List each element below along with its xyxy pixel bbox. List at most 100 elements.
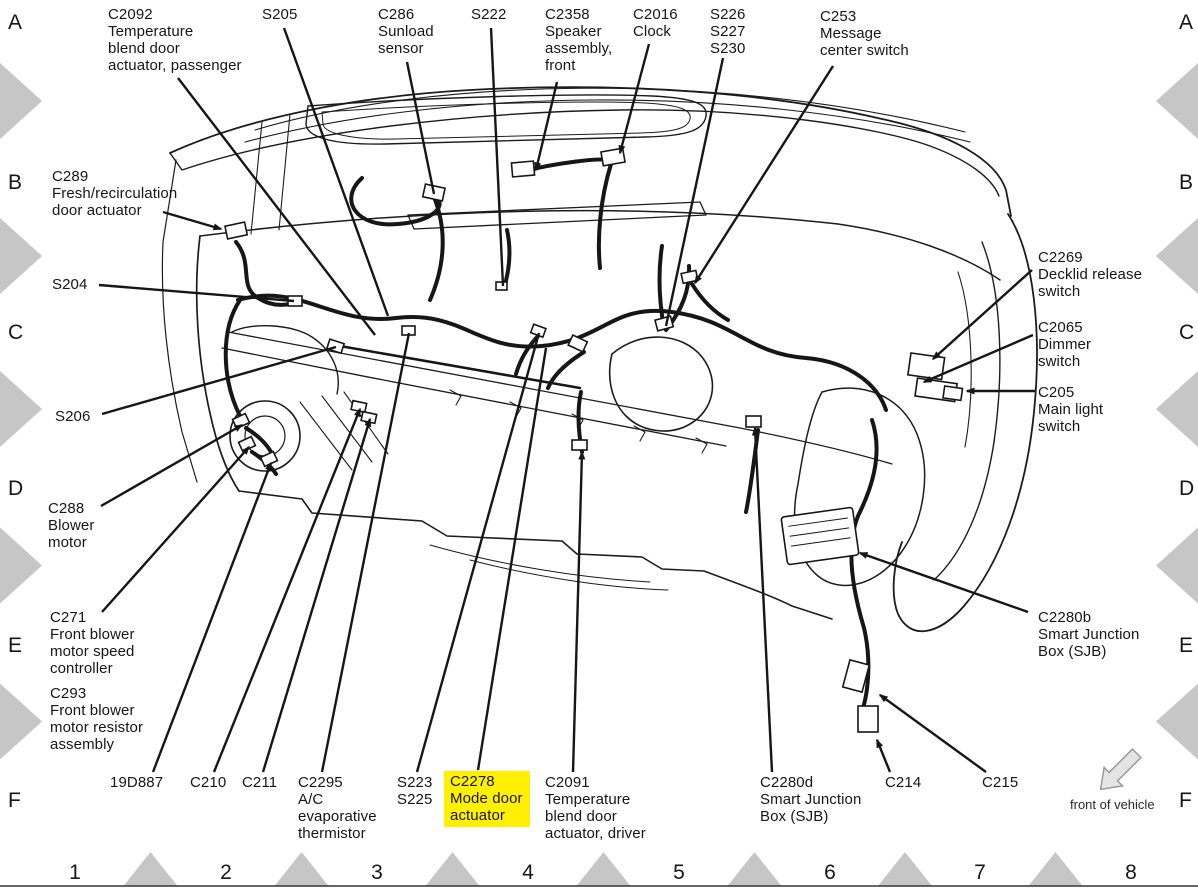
- connector-c215: [841, 658, 871, 694]
- leader-c288: [100, 423, 244, 508]
- harness-sunload-drop: [428, 195, 445, 302]
- callout-line: controller: [50, 660, 113, 677]
- harness-right-trunk: [849, 418, 879, 718]
- callout-line: Smart Junction: [760, 791, 862, 808]
- leader-c2358: [534, 81, 559, 172]
- connector-main-light: [942, 385, 964, 402]
- leader-s205: [282, 27, 390, 317]
- connector-modedoor: [567, 334, 589, 353]
- callout-line: Main light: [1038, 401, 1104, 418]
- defroster-opening: [305, 94, 707, 145]
- grid-row-label-left-D: D: [8, 477, 23, 500]
- blower-housing: [229, 400, 301, 472]
- callout-line: Speaker: [545, 23, 602, 40]
- callout-line: C2092: [108, 6, 153, 23]
- callout-line: motor speed: [50, 643, 135, 660]
- leader-c210: [212, 407, 362, 773]
- callout-line: C2358: [545, 6, 590, 23]
- dash-top-front-edge: [169, 109, 1000, 197]
- callout-s204: S204: [52, 276, 87, 293]
- harness-main-trunk: [236, 293, 888, 412]
- defroster-opening-inner: [321, 101, 691, 140]
- callout-line: C2091: [545, 774, 590, 791]
- leader-s222: [489, 27, 505, 287]
- callout-line: 19D887: [110, 774, 164, 791]
- callout-line: C215: [982, 774, 1019, 791]
- callout-line: S204: [52, 276, 88, 293]
- smart-junction-box: [780, 506, 860, 566]
- edge-diamond-right: [1156, 371, 1198, 447]
- leader-c2092: [177, 77, 376, 336]
- edge-diamond-bottom: [1028, 852, 1083, 886]
- callout-line: door actuator: [52, 202, 142, 219]
- callout-s222: S222: [471, 6, 506, 23]
- callout-line: C253: [820, 8, 857, 25]
- grille-slot: [407, 201, 707, 230]
- callout-line: evaporative: [298, 808, 377, 825]
- callout-c215: C215: [982, 774, 1018, 791]
- callout-line: C293: [50, 685, 87, 702]
- leader-s226: [664, 57, 725, 327]
- callout-line: C271: [50, 609, 87, 626]
- leader-c253: [693, 65, 835, 285]
- dash-top-outline: [169, 86, 1012, 217]
- leader-c271: [101, 445, 250, 613]
- leader-c215: [878, 694, 987, 773]
- callout-line: C2016: [633, 6, 678, 23]
- edge-diamond-bottom: [425, 852, 480, 886]
- grid-row-label-left-E: E: [8, 634, 22, 657]
- callout-line: A/C: [298, 791, 324, 808]
- callout-line: Fresh/recirculation: [52, 185, 178, 202]
- callout-line: actuator, passenger: [108, 57, 242, 74]
- callout-line: C288: [48, 500, 85, 517]
- callout-line: actuator, driver: [545, 825, 646, 842]
- edge-diamond-left: [0, 683, 42, 760]
- callout-line: switch: [1038, 353, 1081, 370]
- a-pillar-left: [161, 159, 198, 483]
- callout-line: center switch: [820, 42, 909, 59]
- connector-s223: [529, 323, 547, 339]
- callout-c214: C214: [885, 774, 921, 791]
- callout-line: Temperature: [108, 23, 194, 40]
- callout-line: S222: [471, 6, 507, 23]
- edge-diamond-bottom: [727, 852, 782, 886]
- grid-row-label-right-E: E: [1179, 634, 1193, 657]
- callout-line: switch: [1038, 418, 1081, 435]
- callout-c211: C211: [242, 774, 277, 791]
- callout-line: assembly: [50, 736, 115, 753]
- edge-diamond-left: [0, 218, 42, 294]
- callout-line: C214: [885, 774, 922, 791]
- callout-line: C2280b: [1038, 609, 1092, 626]
- edge-diamond-left: [0, 63, 42, 139]
- edge-diamond-bottom: [576, 852, 631, 886]
- harness-s222-drop: [502, 228, 512, 290]
- callout-line: Box (SJB): [760, 808, 829, 825]
- right-endcap-inner: [933, 241, 1001, 581]
- connector-19d887: [259, 450, 279, 468]
- grid-row-label-right-C: C: [1179, 321, 1194, 344]
- grid-col-label-7: 7: [974, 861, 986, 884]
- callout-line: Dimmer: [1038, 336, 1092, 353]
- callout-line: C286: [378, 6, 415, 23]
- grid-edge-markers: [0, 63, 1198, 886]
- harness-rail-wire: [338, 344, 582, 390]
- callout-line: C205: [1038, 384, 1075, 401]
- edge-diamond-left: [0, 371, 42, 447]
- callout-line: C289: [52, 168, 89, 185]
- body-left-edge: [195, 235, 240, 492]
- callout-line: C2295: [298, 774, 343, 791]
- callout-line: Clock: [633, 23, 672, 40]
- grid-row-label-left-B: B: [8, 171, 22, 194]
- cluster-opening: [793, 387, 926, 587]
- connector-c2091: [571, 439, 588, 451]
- callout-19d887: 19D887: [110, 774, 163, 791]
